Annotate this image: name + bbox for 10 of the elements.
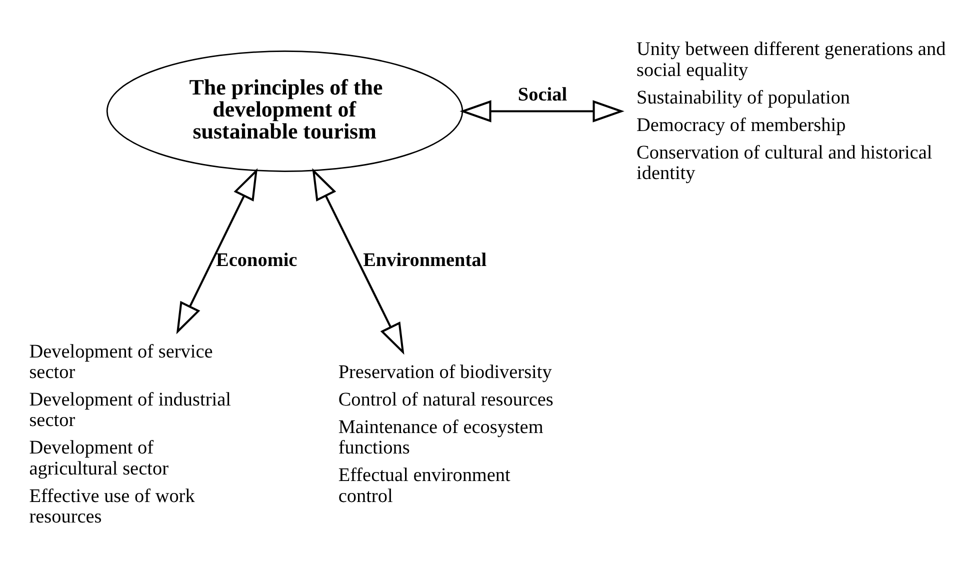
edge-label: Social [518, 84, 568, 106]
arrow [312, 168, 404, 355]
edge-label: Economic [216, 250, 298, 272]
node-ellipse: The principles of the development of sustainable tourism [106, 50, 464, 172]
arrow [460, 100, 624, 122]
node-text: Unity between different generations and social equality Sustainability of population Democracy of membership Conservation of cultural and historical identity [636, 39, 946, 184]
arrow [176, 168, 258, 334]
edge-label: Environmental [363, 250, 487, 272]
node-text: Preservation of biodiversity Control of natural resources Maintenance of ecosystem functions Effectual environment control [338, 362, 554, 507]
node-text: Development of service sector Development of industrial sector Development of agricultural sector Effective use of work resources [29, 341, 231, 528]
